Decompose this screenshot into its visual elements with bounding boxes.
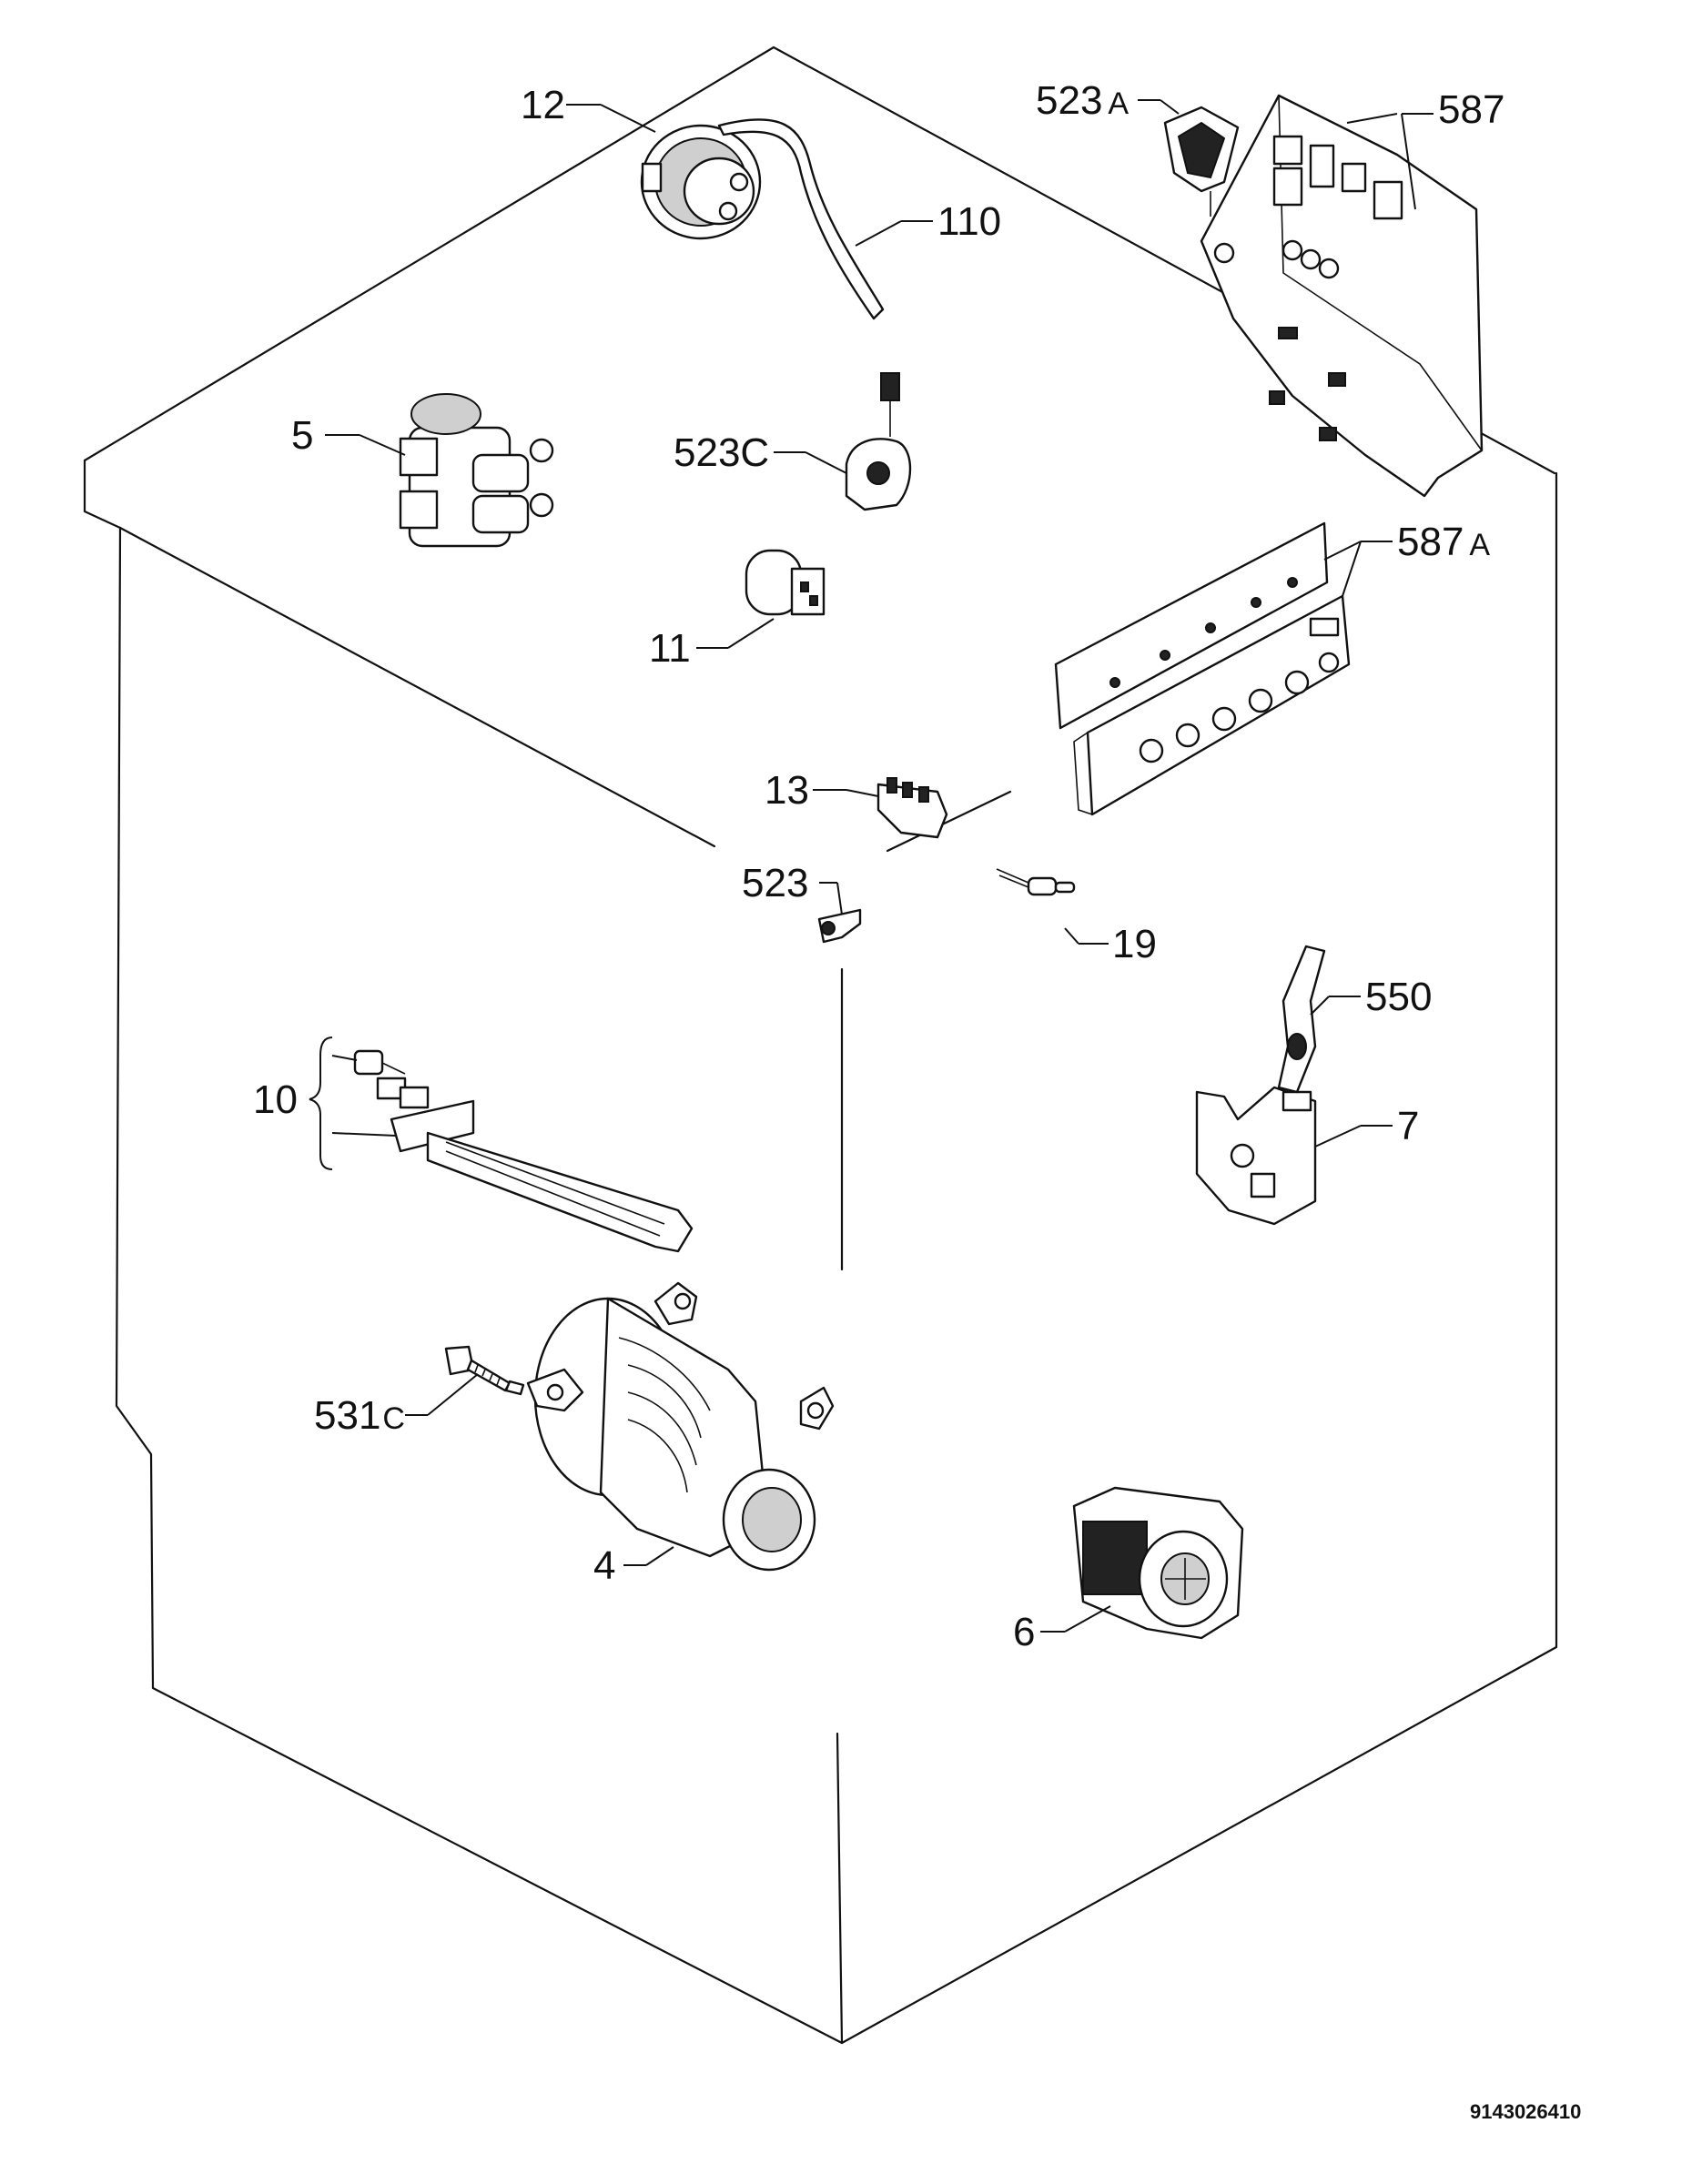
- label-6: 6: [1013, 1610, 1035, 1654]
- label-19: 19: [1112, 922, 1157, 966]
- connector-part-13: [876, 777, 948, 839]
- door-lock-part-7: [1195, 1086, 1317, 1226]
- label-5: 5: [291, 413, 313, 458]
- part-523A: [1163, 106, 1240, 217]
- label-531C: 531C: [314, 1393, 405, 1438]
- label-587: 587: [1438, 87, 1504, 132]
- label-4: 4: [593, 1543, 615, 1588]
- label-531C-number: 531: [314, 1393, 380, 1438]
- capacitor-part-11: [745, 549, 826, 616]
- label-550: 550: [1365, 975, 1432, 1019]
- heating-element-part-10: [353, 1049, 694, 1253]
- label-110: 110: [937, 199, 1001, 244]
- motor-part-4: [526, 1281, 835, 1572]
- label-12: 12: [521, 83, 565, 127]
- part-523: [817, 908, 862, 944]
- document-id: 9143026410: [1470, 2100, 1581, 2123]
- control-module-part-587: [1200, 94, 1484, 498]
- water-valve-part-5: [399, 393, 554, 548]
- pump-part-6: [1072, 1486, 1244, 1640]
- control-board-part-587A: [1054, 521, 1351, 816]
- part-523C: [845, 372, 912, 511]
- pressure-switch-part-12: [640, 124, 762, 240]
- label-587A-number: 587: [1397, 520, 1464, 564]
- label-13: 13: [765, 768, 809, 813]
- label-10: 10: [253, 1077, 298, 1122]
- screw-part-531C: [444, 1345, 525, 1396]
- label-523: 523: [742, 861, 808, 905]
- label-587A-suffix: A: [1469, 528, 1490, 562]
- label-523A-suffix: A: [1108, 86, 1129, 121]
- lever-part-550: [1277, 945, 1326, 1094]
- label-523A-number: 523: [1036, 78, 1102, 123]
- hose-part-110: [717, 118, 885, 320]
- label-7: 7: [1397, 1104, 1419, 1148]
- label-523C: 523C: [674, 430, 769, 475]
- sensor-part-19: [996, 868, 1076, 896]
- leader-lines: [309, 99, 1434, 1633]
- label-531C-suffix: C: [382, 1401, 405, 1436]
- label-11: 11: [649, 626, 691, 671]
